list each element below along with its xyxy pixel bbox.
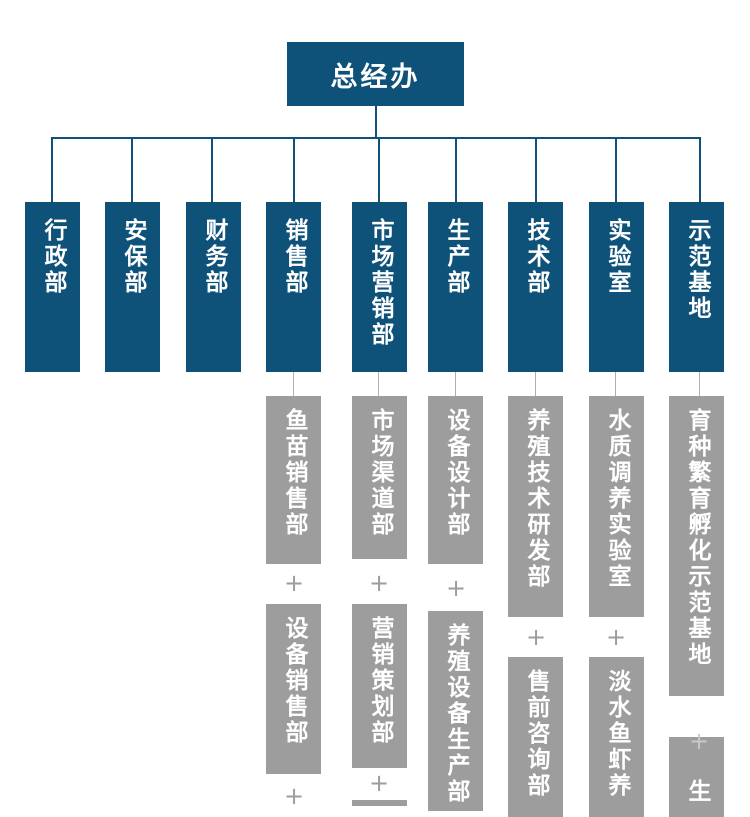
sub-dept-breeding-demo-base: 育种繁育孵化示范基地 bbox=[669, 396, 724, 696]
dept-label: 销售部 bbox=[281, 218, 307, 296]
sub-connector-6 bbox=[455, 372, 456, 396]
sub-dept-label: 养殖设备生产部 bbox=[443, 623, 469, 805]
root-node-label: 总经办 bbox=[330, 61, 421, 93]
root-node-ceo-office: 总经办 bbox=[287, 42, 464, 106]
sub-dept-equipment-design: 设备设计部 bbox=[428, 396, 483, 564]
dept-label: 安保部 bbox=[120, 218, 146, 296]
plus-separator: + bbox=[283, 782, 305, 810]
sub-dept-fry-sales: 鱼苗销售部 bbox=[266, 396, 321, 564]
sub-dept-marketing-planning: 营销策划部 bbox=[352, 604, 407, 768]
sub-dept-equipment-production: 养殖设备生产部 bbox=[428, 611, 483, 811]
sub-dept-label: 设备设计部 bbox=[443, 408, 469, 538]
horizontal-bus bbox=[51, 137, 701, 139]
sub-dept-label: 鱼苗销售部 bbox=[281, 408, 307, 538]
dept-label: 财务部 bbox=[201, 218, 227, 296]
drop-line-3 bbox=[211, 137, 213, 202]
plus-separator: + bbox=[605, 623, 627, 651]
sub-dept-label: 淡水鱼虾养 bbox=[604, 669, 630, 799]
dept-label: 实验室 bbox=[604, 218, 630, 296]
drop-line-6 bbox=[455, 137, 457, 202]
sub-connector-8 bbox=[615, 372, 616, 396]
sub-dept-label: 育种繁育孵化示范基地 bbox=[684, 408, 710, 668]
drop-line-5 bbox=[378, 137, 380, 202]
dept-label: 行政部 bbox=[40, 218, 66, 296]
sub-dept-label: 市场渠道部 bbox=[367, 408, 393, 538]
sub-dept-label: 售前咨询部 bbox=[523, 669, 549, 799]
dept-label: 示范基地 bbox=[684, 218, 710, 322]
dept-production: 生产部 bbox=[428, 202, 483, 372]
drop-line-7 bbox=[535, 137, 537, 202]
sub-connector-4 bbox=[293, 372, 294, 396]
sub-dept-water-quality-lab: 水质调养实验室 bbox=[589, 396, 644, 617]
sub-dept-freshwater-fish: 淡水鱼虾养 bbox=[589, 657, 644, 817]
dept-demo-base: 示范基地 bbox=[669, 202, 724, 372]
drop-line-4 bbox=[293, 137, 295, 202]
plus-separator: + bbox=[688, 727, 710, 755]
sub-dept-demo-base-next: 生 bbox=[669, 737, 724, 817]
dept-label: 生产部 bbox=[443, 218, 469, 296]
sub-dept-breeding-rnd: 养殖技术研发部 bbox=[508, 396, 563, 617]
plus-separator: + bbox=[368, 569, 390, 597]
sub-dept-next-box bbox=[352, 800, 407, 806]
plus-separator: + bbox=[368, 769, 390, 797]
sub-dept-label: 设备销售部 bbox=[281, 616, 307, 746]
dept-admin: 行政部 bbox=[25, 202, 80, 372]
plus-separator: + bbox=[445, 574, 467, 602]
sub-dept-label: 养殖技术研发部 bbox=[523, 408, 549, 590]
dept-label: 技术部 bbox=[523, 218, 549, 296]
root-connector bbox=[375, 106, 377, 138]
drop-line-2 bbox=[131, 137, 133, 202]
plus-separator: + bbox=[283, 569, 305, 597]
sub-dept-equipment-sales: 设备销售部 bbox=[266, 604, 321, 774]
drop-line-1 bbox=[51, 137, 53, 202]
dept-sales: 销售部 bbox=[266, 202, 321, 372]
sub-dept-market-channel: 市场渠道部 bbox=[352, 396, 407, 559]
drop-line-9 bbox=[699, 137, 701, 202]
sub-connector-9 bbox=[699, 372, 700, 396]
sub-connector-7 bbox=[535, 372, 536, 396]
drop-line-8 bbox=[615, 137, 617, 202]
sub-dept-label: 生 bbox=[684, 779, 710, 805]
sub-connector-5 bbox=[378, 372, 379, 396]
sub-dept-presales-consulting: 售前咨询部 bbox=[508, 657, 563, 817]
dept-label: 市场营销部 bbox=[367, 218, 393, 348]
dept-technology: 技术部 bbox=[508, 202, 563, 372]
dept-laboratory: 实验室 bbox=[589, 202, 644, 372]
plus-separator: + bbox=[525, 623, 547, 651]
sub-dept-label: 营销策划部 bbox=[367, 616, 393, 746]
dept-security: 安保部 bbox=[105, 202, 160, 372]
dept-finance: 财务部 bbox=[186, 202, 241, 372]
sub-dept-label: 水质调养实验室 bbox=[604, 408, 630, 590]
dept-marketing: 市场营销部 bbox=[352, 202, 407, 372]
